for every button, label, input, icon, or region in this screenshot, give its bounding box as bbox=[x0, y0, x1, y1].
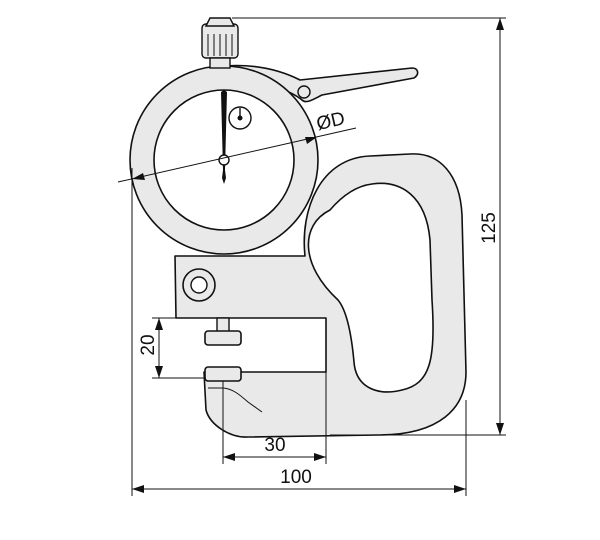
gap-arrow-bottom bbox=[155, 366, 163, 378]
dial-needle bbox=[221, 90, 227, 184]
gap-dimension-label: 20 bbox=[138, 334, 159, 355]
width-arrow-right bbox=[454, 485, 466, 493]
lower-anvil bbox=[204, 366, 242, 382]
dial-diameter-arrow-right bbox=[305, 137, 317, 144]
width-arrow-left bbox=[132, 485, 144, 493]
dial-diameter-arrow bbox=[132, 173, 145, 180]
gap-arrow-top bbox=[155, 318, 163, 330]
height-arrow-top bbox=[496, 18, 504, 30]
throat-arrow-right bbox=[314, 453, 326, 461]
spindle-shaft bbox=[216, 317, 230, 333]
knob-cap bbox=[204, 17, 236, 27]
upper-contact bbox=[204, 330, 242, 346]
lever-pin bbox=[297, 85, 311, 99]
stem-collar bbox=[209, 57, 231, 69]
frame-lower-edge bbox=[208, 387, 263, 413]
throat-dimension-label: 30 bbox=[264, 435, 285, 456]
knob-knurling bbox=[207, 34, 233, 56]
pivot-hole bbox=[190, 276, 208, 294]
height-arrow-bottom bbox=[496, 423, 504, 435]
height-dimension-label: 125 bbox=[479, 212, 500, 244]
revolution-counter-hub bbox=[237, 115, 243, 121]
throat-arrow-left bbox=[223, 453, 235, 461]
needle-hub bbox=[218, 154, 230, 166]
width-dimension-label: 100 bbox=[280, 467, 312, 488]
